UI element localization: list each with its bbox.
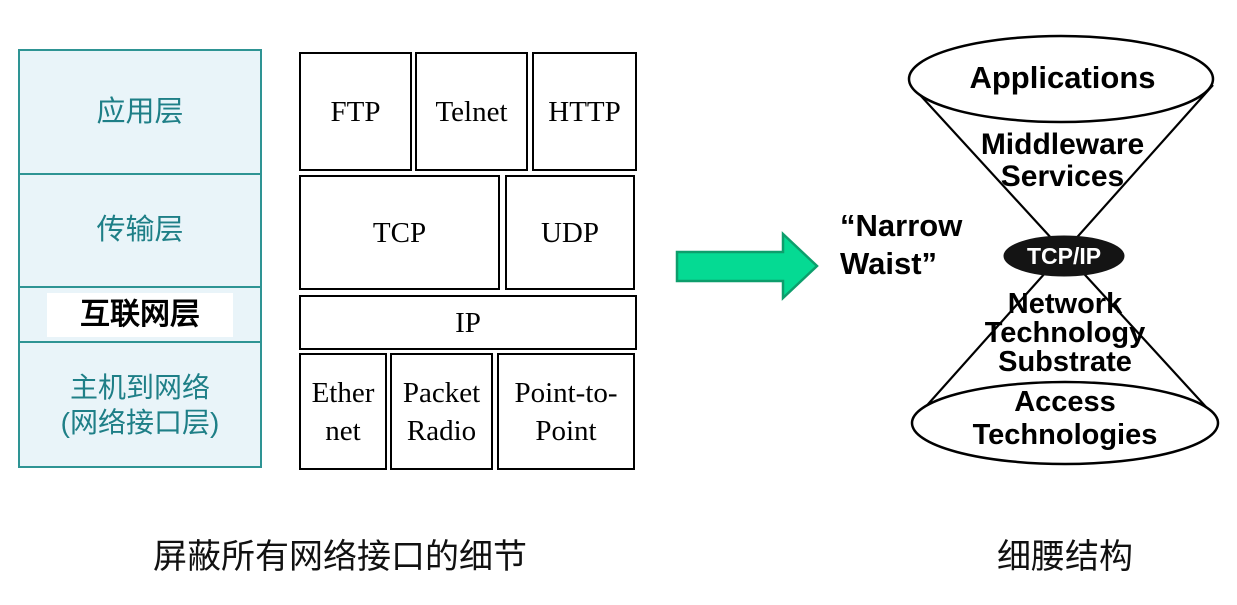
right-arrow-icon (675, 231, 819, 301)
layer-stack: 应用层 传输层 互联网层 主机到网络 (网络接口层) (18, 49, 262, 468)
hourglass-label-access-technologies: Access Technologies (972, 386, 1158, 451)
layer-row-internet: 互联网层 (20, 286, 260, 341)
protocol-box-telnet: Telnet (415, 52, 528, 171)
caption-left: 屏蔽所有网络接口的细节 (153, 538, 527, 576)
protocol-label-point-to-point: Point-to- Point (514, 376, 618, 447)
protocol-label-packet-radio: Packet Radio (402, 376, 481, 447)
protocol-box-http: HTTP (532, 52, 637, 171)
layer-row-host-to-network: 主机到网络 (网络接口层) (20, 341, 260, 466)
layer-label-transport: 传输层 (96, 214, 184, 246)
layer-row-transport: 传输层 (20, 173, 260, 286)
hourglass-label-applications: Applications (969, 60, 1156, 95)
protocol-label-tcp: TCP (372, 216, 427, 249)
protocol-label-udp: UDP (540, 216, 599, 249)
layer-label-host-to-network: 主机到网络 (网络接口层) (60, 371, 220, 438)
protocol-box-udp: UDP (505, 175, 635, 290)
hourglass-label-tcpip: TCP/IP (1026, 243, 1102, 269)
protocol-box-packet-radio: Packet Radio (390, 353, 493, 470)
protocol-label-http: HTTP (548, 95, 621, 128)
narrow-waist-annotation: “Narrow Waist” (840, 208, 963, 281)
protocol-box-ip: IP (299, 295, 637, 350)
layer-label-internet-highlighted: 互联网层 (47, 292, 233, 337)
protocol-box-ethernet: Ether net (299, 353, 387, 470)
protocol-box-tcp: TCP (299, 175, 500, 290)
layer-row-application: 应用层 (20, 51, 260, 173)
protocol-label-ip: IP (455, 306, 481, 339)
caption-right: 细腰结构 (997, 538, 1133, 576)
protocol-label-ftp: FTP (330, 95, 381, 128)
hourglass-label-middleware-services: Middleware Services (980, 128, 1145, 193)
protocol-label-telnet: Telnet (435, 95, 508, 128)
protocol-box-point-to-point: Point-to- Point (497, 353, 635, 470)
protocol-label-ethernet: Ether net (311, 376, 375, 447)
layer-label-application: 应用层 (96, 95, 184, 128)
hourglass-label-network-substrate: Network Technology Substrate (984, 288, 1146, 378)
protocol-box-ftp: FTP (299, 52, 412, 171)
